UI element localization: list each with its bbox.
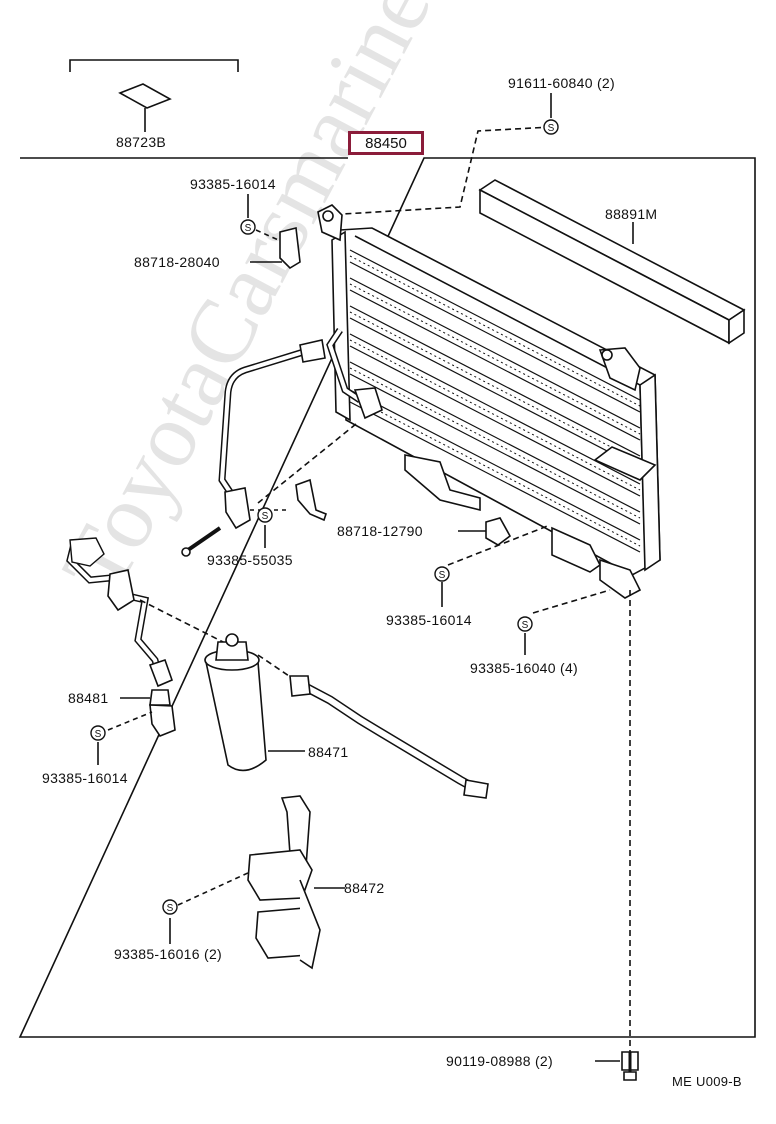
pressure-switch-88481: [149, 689, 176, 737]
label-88472: 88472: [344, 880, 385, 896]
svg-text:S: S: [439, 570, 446, 581]
washer-icon: S: [543, 119, 559, 135]
svg-text:S: S: [548, 123, 555, 134]
pipe-clip-bracket: [295, 478, 327, 522]
washer-icon: S: [162, 899, 178, 915]
washer-icon: S: [90, 725, 106, 741]
label-93385-16040: 93385-16040 (4): [470, 660, 579, 676]
core-right-bracket-hole: [601, 349, 613, 361]
foam-strip-88891m: [478, 179, 746, 345]
core-bracket-hole: [322, 210, 334, 222]
group-bracket: [69, 59, 239, 72]
leader-16016-dash: [177, 871, 251, 906]
bolt-93385-55035: [181, 526, 222, 557]
svg-text:S: S: [95, 729, 102, 740]
label-93385-16014-mid: 93385-16014: [386, 612, 472, 628]
washer-symbols: S S S S S S S: [90, 119, 559, 915]
assembly-frame: [18, 157, 756, 1038]
leader-55035-dash: [257, 423, 357, 504]
leader-91611: [342, 126, 552, 215]
svg-text:S: S: [167, 903, 174, 914]
washer-icon: S: [257, 507, 273, 523]
leader-pipe-to-receiver: [139, 599, 236, 649]
core-lower-foot: [599, 558, 642, 599]
clip-88718-28040: [279, 227, 301, 270]
label-93385-16014-top: 93385-16014: [190, 176, 276, 192]
core-lower-bracket-left: [404, 454, 481, 512]
discharge-pipe-fitting: [107, 569, 135, 612]
washer-icon: S: [517, 616, 533, 632]
inlet-pipe: [218, 346, 312, 497]
leader-16040-dash: [532, 589, 611, 614]
label-93385-16016: 93385-16016 (2): [114, 946, 223, 962]
washer-icon: S: [434, 566, 450, 582]
label-88481: 88481: [68, 690, 109, 706]
core-outlet-pipe: [593, 446, 657, 481]
label-88450: 88450: [365, 134, 407, 152]
core-lower-bracket-right: [551, 526, 602, 573]
receiver-drier-88471: [204, 633, 267, 772]
discharge-pipe-loop: [69, 537, 105, 567]
label-88718-12790: 88718-12790: [337, 523, 423, 539]
clamp-88718-12790: [485, 517, 512, 546]
label-93385-55035: 93385-55035: [207, 552, 293, 568]
leader-16014-mid-dash: [447, 524, 551, 566]
liquid-hose-fitting: [289, 675, 311, 697]
liquid-hose-end: [463, 779, 489, 799]
leader-receiver-to-hose: [257, 654, 296, 681]
washer-icon: S: [240, 219, 256, 235]
label-91611-60840: 91611-60840 (2): [508, 75, 615, 91]
inlet-pipe-fitting: [299, 339, 326, 363]
core-upper-bracket: [317, 204, 343, 242]
svg-text:S: S: [522, 620, 529, 631]
label-88891m: 88891M: [605, 206, 658, 222]
diagram-code: ME U009-B: [672, 1074, 742, 1089]
label-88718-28040: 88718-28040: [134, 254, 220, 270]
label-88471: 88471: [308, 744, 349, 760]
inlet-pipe-flange: [224, 487, 251, 530]
bracket-88472: [247, 795, 321, 970]
label-90119-08988: 90119-08988 (2): [446, 1053, 553, 1069]
discharge-pipe-nut: [148, 658, 174, 688]
label-88450-highlight[interactable]: 88450: [348, 131, 424, 155]
label-plate-88723b: [118, 83, 172, 109]
condenser-tubes: [349, 249, 641, 553]
leader-16014-left-dash: [107, 711, 153, 731]
svg-text:S: S: [245, 223, 252, 234]
bolt-90119-08988: [621, 1051, 639, 1081]
svg-text:S: S: [262, 511, 269, 522]
label-93385-16014-left: 93385-16014: [42, 770, 128, 786]
core-inlet-block: [353, 387, 383, 420]
label-88723b: 88723B: [116, 134, 167, 150]
